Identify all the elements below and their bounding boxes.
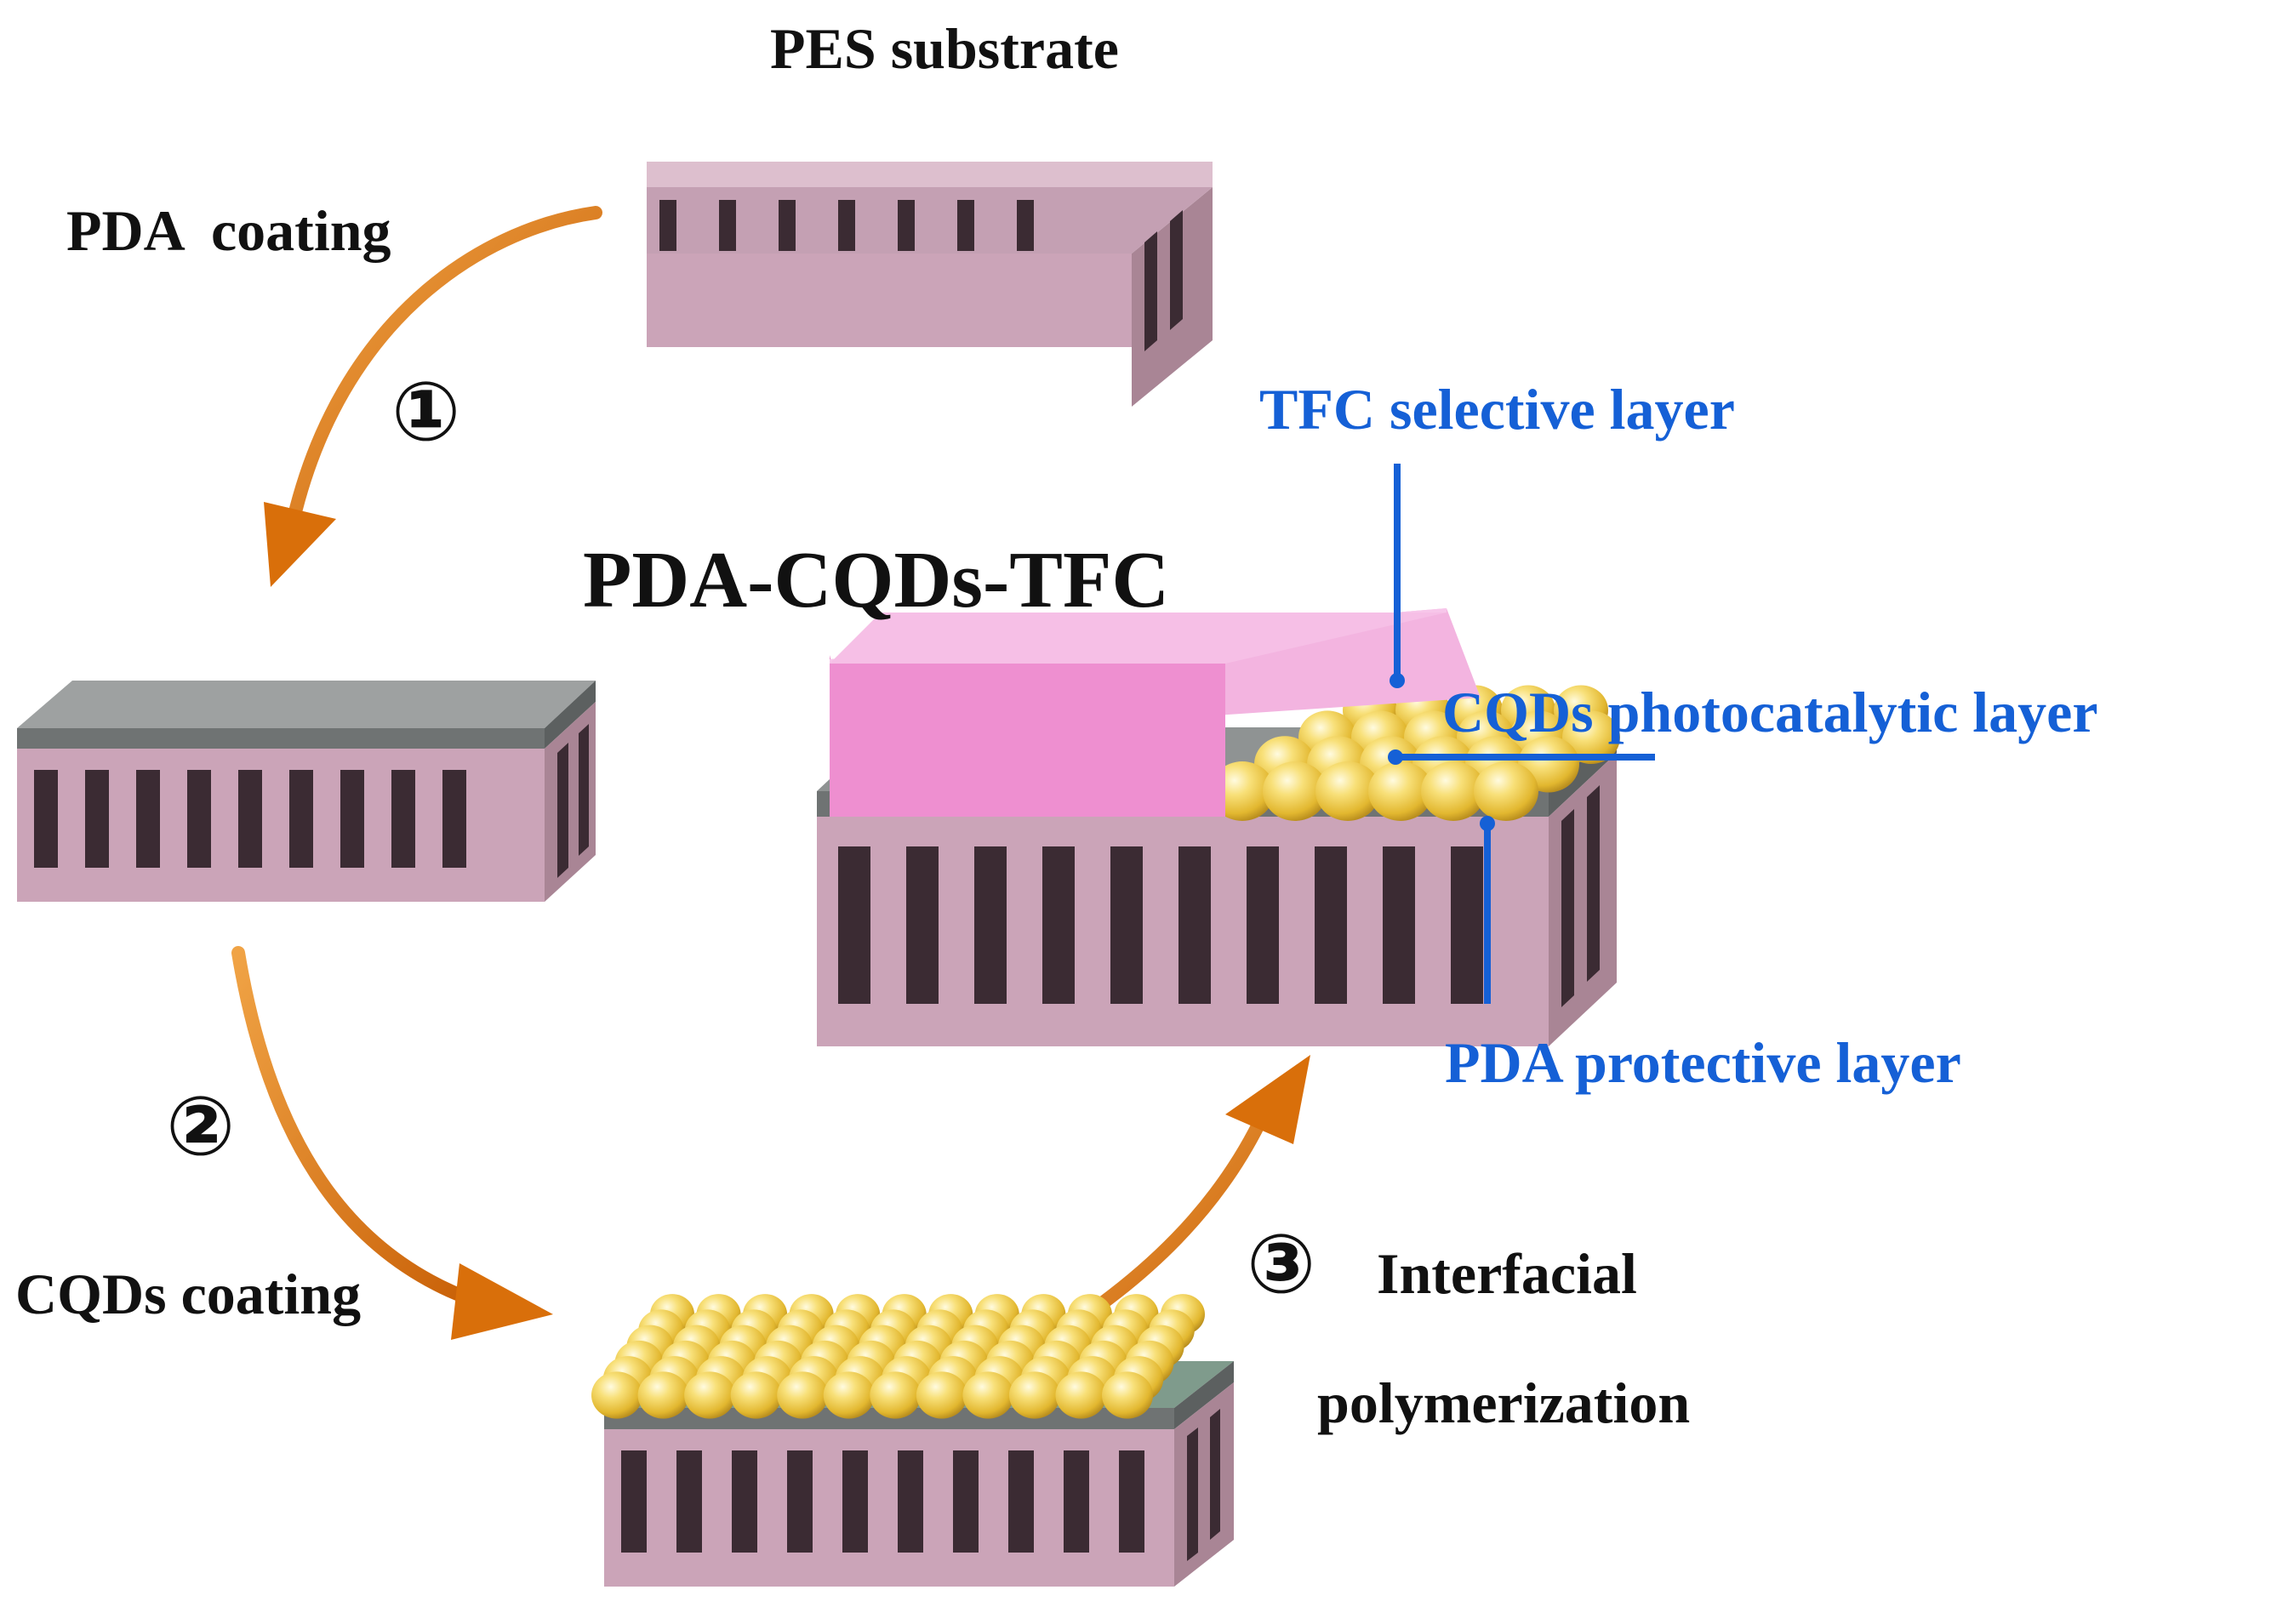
nanoparticle (916, 1371, 967, 1419)
nanoparticle (1102, 1371, 1153, 1419)
nanoparticle (1368, 761, 1433, 821)
nanoparticle (777, 1371, 829, 1419)
nanoparticle (730, 1371, 782, 1419)
step-3-marker: ③ (1247, 1217, 1316, 1312)
step-2-marker: ② (166, 1079, 236, 1174)
membrane-pda-coated (17, 681, 596, 902)
nanoparticle (1055, 1371, 1107, 1419)
nanoparticle (870, 1371, 922, 1419)
nanoparticle (591, 1371, 642, 1419)
nanoparticle (1210, 761, 1275, 821)
label-pes-substrate: PES substrate (770, 16, 1119, 81)
label-pda-coating: PDA coating (66, 198, 391, 263)
nanoparticle (1008, 1371, 1060, 1419)
step-1-marker: ① (391, 364, 461, 459)
label-product-title: PDA-CQDs-TFC (583, 536, 1170, 624)
nanoparticle (1562, 710, 1620, 764)
label-cqds-photocatalytic-layer: CQDs photocatalytic layer (1442, 680, 2098, 744)
membrane-pes-substrate (647, 162, 1213, 407)
cqds-nanoparticles (591, 1294, 1205, 1419)
nanoparticle (962, 1371, 1014, 1419)
membrane-pda-cqds-tfc (817, 608, 1620, 1046)
nanoparticle (1263, 761, 1327, 821)
label-interfacial: Interfacial (1377, 1241, 1637, 1306)
label-tfc-selective-layer: TFC selective layer (1259, 377, 1735, 442)
label-polymerization: polymerization (1317, 1370, 1691, 1435)
membrane-cqds-coated (591, 1294, 1234, 1587)
nanoparticle (823, 1371, 875, 1419)
nanoparticle (637, 1371, 689, 1419)
arrow-step1 (264, 206, 602, 587)
callout-lines (1388, 464, 1655, 1004)
label-cqds-coating: CQDs coating (15, 1262, 362, 1326)
label-pda-protective-layer: PDA protective layer (1445, 1030, 1961, 1095)
arrow-step2 (231, 946, 553, 1340)
cqds-nanoparticles-exposed (1210, 685, 1620, 821)
nanoparticle (1474, 761, 1538, 821)
nanoparticle (1421, 761, 1486, 821)
nanoparticle (1315, 761, 1380, 821)
nanoparticle (684, 1371, 736, 1419)
